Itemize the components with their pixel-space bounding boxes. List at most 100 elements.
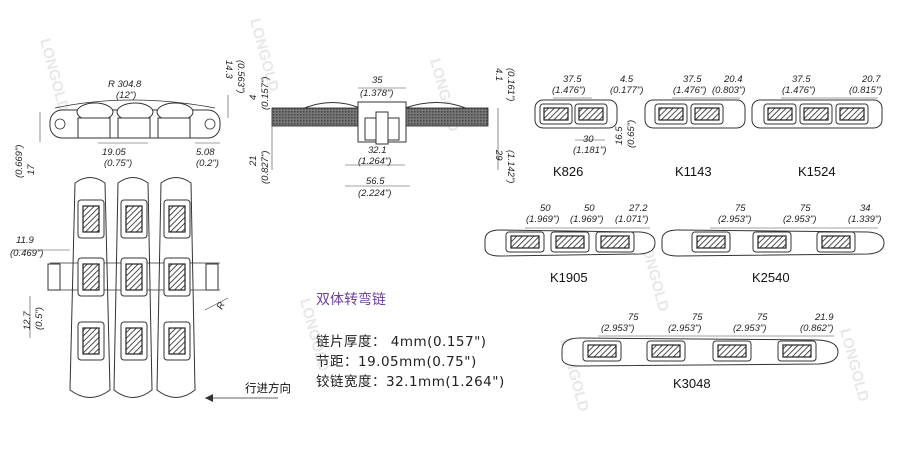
section-hinge-core: [375, 111, 389, 145]
spec-width: 铰链宽度：32.1mm(1.264"): [316, 373, 505, 390]
direction-arrow-icon: [205, 394, 213, 402]
plan-slot-hatch: [82, 205, 100, 233]
side-lug: [77, 117, 111, 139]
dim-width: 56.5: [366, 176, 385, 187]
k1905-d1: 50: [540, 203, 551, 214]
k3048-d3-in: (2.953"): [733, 323, 766, 334]
k3048-d2-in: (2.953"): [668, 323, 701, 334]
spec-pitch: 节距：19.05mm(0.75"): [316, 354, 477, 370]
k1143-d2-in: (0.803"): [712, 85, 745, 96]
plan-pin-head: [47, 263, 61, 291]
dim-h-left-in: (0.669"): [14, 145, 25, 178]
dim-radius-in: (12"): [116, 90, 136, 101]
model-slot-hatch: [651, 344, 681, 358]
side-pin-left: [54, 118, 66, 130]
plan-pin-head: [205, 263, 219, 291]
dim-pitch: 19.05: [102, 147, 126, 158]
model-slot-hatch: [767, 107, 793, 121]
model-slot-hatch: [839, 107, 865, 121]
k2540-d2: 75: [800, 203, 811, 214]
model-name: K826: [553, 164, 583, 179]
dim-offset-in: (0.2"): [196, 158, 219, 169]
model-slot-hatch: [578, 107, 604, 121]
plan-slot-hatch: [82, 263, 100, 291]
model-name: K2540: [752, 270, 790, 285]
dim-h-lower: 21: [248, 155, 259, 167]
model-k2540: 75 (2.953") 75 (2.953") 34 (1.339") K254…: [661, 203, 885, 285]
dim-plan-d1: 11.9: [16, 235, 35, 246]
k3048-d2: 75: [692, 312, 703, 323]
plan-slot-hatch: [125, 327, 143, 355]
k826-d1: 37.5: [563, 74, 582, 85]
model-name: K1905: [550, 270, 588, 285]
dim-radius: R 304.8: [108, 79, 142, 90]
dim-w-top-in: (1.378"): [360, 88, 393, 99]
model-slot-hatch: [694, 107, 720, 121]
dim-offset: 5.08: [196, 147, 215, 158]
model-slot-hatch: [600, 235, 630, 249]
model-name: K1143: [675, 164, 712, 179]
dim-r-bottom-in: (1.142"): [505, 150, 516, 183]
plan-slot-hatch: [125, 263, 143, 291]
k826-d3: 30: [583, 134, 594, 145]
model-slot-hatch: [821, 235, 851, 249]
dim-h-upper-in: (0.157"): [260, 77, 271, 110]
k2540-d1: 75: [735, 203, 746, 214]
k3048-d3: 75: [757, 312, 768, 323]
k1524-d2-in: (0.815"): [849, 85, 882, 96]
dim-plan-d2: 12.7: [22, 311, 33, 330]
model-k1905: 50 (1.969") 50 (1.969") 27.2 (1.071") K1…: [484, 203, 656, 285]
model-slot-hatch: [555, 235, 585, 249]
plan-slot-hatch: [168, 263, 186, 291]
k1905-d2: 50: [584, 203, 595, 214]
spec-thickness: 链片厚度： 4mm(0.157"): [316, 334, 487, 350]
side-lug: [157, 117, 191, 139]
dim-plan-d2-in: (0.5"): [34, 307, 45, 330]
k2540-d2-in: (2.953"): [783, 214, 816, 225]
k826-d2: 4.5: [620, 74, 634, 85]
k826-d4-in: (0.65"): [626, 120, 637, 148]
dim-h-top: 14.3: [223, 60, 234, 79]
model-plate: [561, 337, 839, 367]
k1524-d1-in: (1.476"): [782, 85, 815, 96]
dim-width-in: (2.224"): [358, 188, 391, 199]
side-view: R 304.8 (12") 14.3 (0.563") 17 (0.669") …: [14, 60, 246, 178]
dim-r-top-in: (0.161"): [505, 68, 516, 101]
watermark-text: LONGOLD: [36, 37, 72, 114]
k2540-d3: 34: [860, 203, 871, 214]
model-slot-hatch: [587, 344, 617, 358]
watermark-text: LONGOLD: [836, 327, 872, 404]
plan-slot-hatch: [168, 327, 186, 355]
k1143-d1-in: (1.476"): [673, 85, 706, 96]
k1524-d2: 20.7: [861, 74, 881, 85]
side-top-arc: [54, 99, 216, 109]
k1905-d3: 27.2: [628, 203, 648, 214]
plan-slot-hatch: [125, 205, 143, 233]
k1905-d3-in: (1.071"): [615, 214, 648, 225]
model-k1524: 37.5 (1.476") 20.7 (0.815") K1524: [751, 74, 883, 179]
k826-d3-in: (1.181"): [573, 145, 606, 156]
dim-h-upper: 4: [248, 95, 259, 100]
k1524-d1: 37.5: [792, 74, 811, 85]
side-pin-right: [204, 118, 216, 130]
model-name: K1524: [798, 164, 836, 179]
model-slot-hatch: [757, 235, 787, 249]
dim-pitch-in: (0.75"): [104, 158, 132, 169]
model-name: K3048: [673, 376, 711, 391]
dim-pin-len-in: (1.264"): [358, 156, 391, 167]
dim-plan-r: R: [215, 300, 228, 311]
model-k826: 37.5 (1.476") 4.5 (0.177") 30 (1.181") 1…: [534, 74, 643, 179]
k826-d4: 16.5: [614, 126, 625, 145]
model-slot-hatch: [696, 235, 726, 249]
dim-pin-len: 32.1: [368, 145, 387, 156]
plan-view: 11.9 (0.469") 12.7 (0.5") R 行进方向: [10, 177, 291, 402]
spec-block: 双体转弯链 链片厚度： 4mm(0.157") 节距：19.05mm(0.75"…: [316, 291, 505, 390]
k1905-d2-in: (1.969"): [570, 214, 603, 225]
k1905-d1-in: (1.969"): [526, 214, 559, 225]
k826-d1-in: (1.476"): [552, 85, 585, 96]
model-k1143: 37.5 (1.476") 20.4 (0.803") K1143: [644, 74, 746, 179]
section-view: 35 (1.378") 4 (0.157") 21 (0.827") 32.1 …: [248, 68, 516, 199]
model-slot-hatch: [717, 344, 747, 358]
